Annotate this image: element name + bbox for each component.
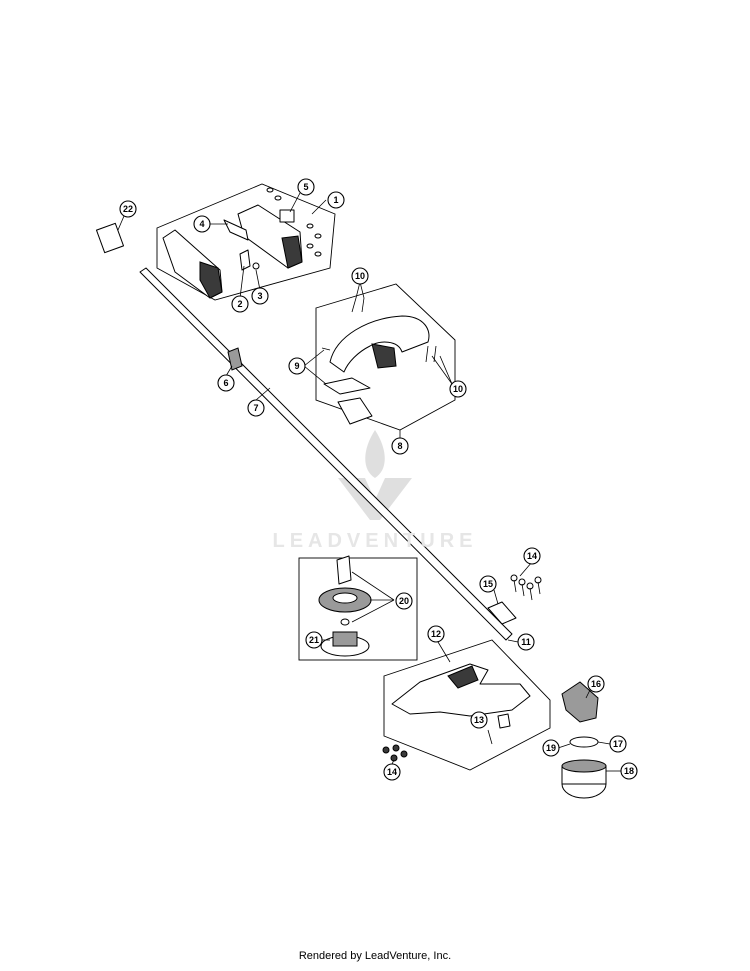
svg-text:13: 13 [474, 715, 484, 725]
svg-text:3: 3 [257, 291, 262, 301]
guard-clamp [337, 397, 373, 425]
part-22-grip [95, 215, 125, 254]
callout-4: 4 [193, 215, 211, 233]
svg-text:16: 16 [591, 679, 601, 689]
callout-7: 7 [247, 399, 265, 417]
svg-text:2: 2 [237, 299, 242, 309]
svg-text:5: 5 [303, 182, 308, 192]
guard-kit-group [303, 281, 456, 440]
svg-text:20: 20 [399, 596, 409, 606]
callout-10-top: 10 [351, 267, 369, 285]
callout-5: 5 [297, 178, 315, 196]
guard-bracket [323, 377, 371, 395]
footer-credit: Rendered by LeadVenture, Inc. [298, 950, 452, 962]
callout-18: 18 [620, 762, 638, 780]
bolts [510, 574, 542, 601]
washer [569, 736, 599, 748]
callout-21: 21 [305, 631, 323, 649]
svg-text:4: 4 [199, 219, 204, 229]
spool-kit-group [298, 555, 418, 661]
svg-text:6: 6 [223, 378, 228, 388]
shield-blade [497, 713, 511, 729]
callout-9: 9 [288, 357, 306, 375]
callout-6: 6 [217, 374, 235, 392]
callout-17: 17 [609, 735, 627, 753]
shield-kit-box [383, 639, 551, 771]
handle-housing-group [156, 183, 336, 301]
shaft [139, 267, 513, 641]
svg-text:11: 11 [521, 637, 531, 647]
guard [329, 315, 430, 373]
svg-text:1: 1 [333, 195, 338, 205]
callout-22: 22 [119, 200, 137, 218]
gearhead-group [557, 681, 622, 799]
callout-12: 12 [427, 625, 445, 643]
callout-3: 3 [251, 287, 269, 305]
svg-text:10: 10 [355, 271, 365, 281]
spool-bolt [336, 555, 352, 585]
callout-10-right: 10 [449, 380, 467, 398]
guard-kit-box [315, 283, 456, 431]
callout-2: 2 [231, 295, 249, 313]
bracket [487, 601, 517, 625]
nuts-group [382, 744, 408, 765]
svg-text:9: 9 [294, 361, 299, 371]
callout-20: 20 [395, 592, 413, 610]
callout-14-bottom: 14 [383, 763, 401, 781]
handle-right-grip [281, 235, 303, 269]
spool-kit-box [298, 557, 418, 661]
switch [279, 209, 295, 223]
spring [252, 262, 260, 270]
handle-grip [199, 261, 223, 299]
callout-14-top: 14 [523, 547, 541, 565]
watermark-text: LEADVENTURE [272, 530, 478, 552]
svg-text:18: 18 [624, 766, 634, 776]
svg-text:7: 7 [253, 403, 258, 413]
svg-text:15: 15 [483, 579, 493, 589]
svg-text:14: 14 [527, 551, 537, 561]
handle-kit-box [156, 183, 336, 301]
svg-text:8: 8 [397, 441, 402, 451]
shield [391, 663, 531, 717]
callout-13: 13 [470, 711, 488, 729]
svg-text:22: 22 [123, 204, 133, 214]
callout-15: 15 [479, 575, 497, 593]
shaft-tube [139, 267, 513, 641]
bracket-group [487, 561, 542, 643]
svg-text:10: 10 [453, 384, 463, 394]
callout-8: 8 [391, 437, 409, 455]
svg-text:21: 21 [309, 635, 319, 645]
svg-text:14: 14 [387, 767, 397, 777]
svg-text:19: 19 [546, 743, 556, 753]
callout-19: 19 [542, 739, 560, 757]
callout-11: 11 [517, 633, 535, 651]
screws [266, 187, 322, 257]
svg-text:12: 12 [431, 629, 441, 639]
svg-text:17: 17 [613, 739, 623, 749]
hanger-clip [227, 347, 243, 371]
lock-off-button [239, 249, 251, 271]
shield-group [383, 639, 551, 771]
callout-16: 16 [587, 675, 605, 693]
nut [340, 618, 350, 626]
callout-1: 1 [327, 191, 345, 209]
trigger [223, 219, 249, 241]
